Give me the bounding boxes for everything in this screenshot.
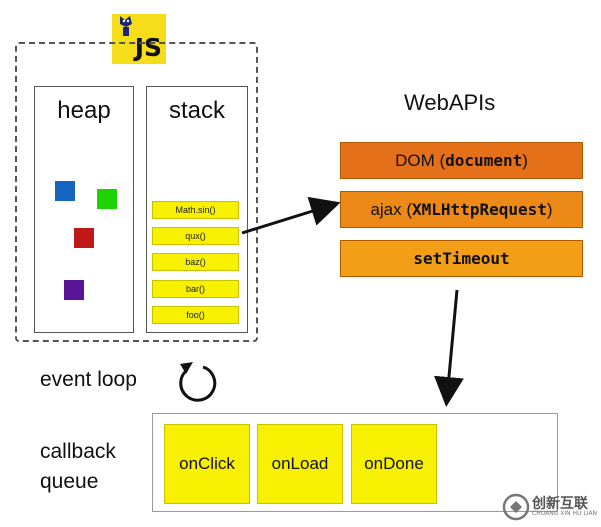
- callback-item: onClick: [164, 424, 250, 504]
- heap-title: heap: [57, 97, 111, 124]
- webapi-code: XMLHttpRequest: [412, 200, 547, 219]
- callback-queue-label-line1: callback: [40, 440, 116, 463]
- webapi-to-queue-arrow: [434, 289, 464, 407]
- event-loop-icon: [179, 362, 217, 402]
- watermark-logo-icon: [502, 493, 530, 521]
- js-logo: JS: [112, 14, 166, 64]
- webapi-code: document: [445, 151, 523, 170]
- stack-frame: bar(): [152, 280, 239, 298]
- watermark-subtext: CHUANG XIN HU LIAN: [532, 510, 598, 517]
- callback-queue-label: callback queue: [40, 437, 116, 497]
- webapi-ajax: ajax (XMLHttpRequest): [340, 191, 583, 228]
- webapi-prefix: ajax: [370, 200, 402, 219]
- webapis-title: WebAPIs: [404, 90, 496, 115]
- stack-frame: qux(): [152, 227, 239, 245]
- js-engine-frame: [15, 42, 258, 342]
- heap-object: [55, 181, 75, 201]
- callback-item: onLoad: [257, 424, 343, 504]
- js-mascot-icon: [120, 16, 132, 36]
- js-logo-text: JS: [134, 33, 162, 62]
- callback-queue-label-line2: queue: [40, 470, 99, 493]
- watermark-text: 创新互联: [532, 496, 588, 512]
- webapi-settimeout: setTimeout: [340, 240, 583, 277]
- stack-frame: foo(): [152, 306, 239, 324]
- heap-object: [64, 280, 84, 300]
- event-loop-label: event loop: [40, 368, 137, 391]
- watermark: 创新互联 CHUANG XIN HU LIAN: [500, 486, 601, 527]
- heap-object: [97, 189, 117, 209]
- stack-to-webapi-arrow: [241, 196, 341, 235]
- webapi-prefix: DOM: [395, 151, 435, 170]
- heap-panel: heap: [34, 86, 134, 333]
- webapi-code: setTimeout: [413, 249, 510, 268]
- heap-object: [74, 228, 94, 248]
- webapi-dom: DOM (document): [340, 142, 583, 179]
- stack-frame: Math.sin(): [152, 201, 239, 219]
- stack-frame: baz(): [152, 253, 239, 271]
- stack-title: stack: [168, 97, 225, 124]
- callback-item: onDone: [351, 424, 437, 504]
